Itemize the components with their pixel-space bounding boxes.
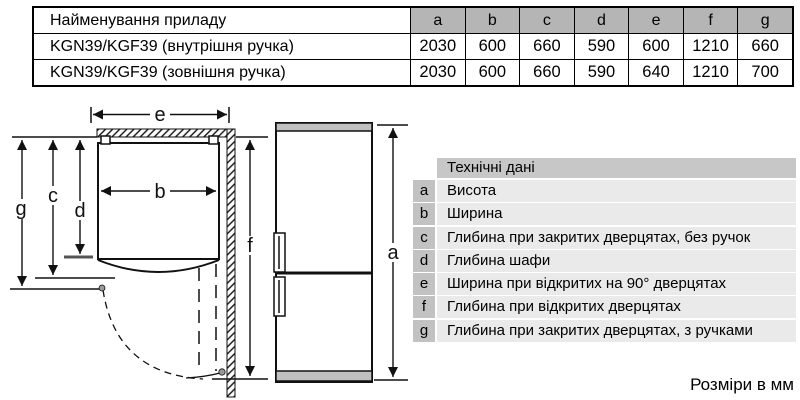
name-column-header: Найменування приладу: [33, 7, 411, 34]
legend-key: c: [413, 226, 435, 249]
legend-label: Глибина при закритих дверцятах, без ручо…: [437, 226, 796, 249]
label-b: b: [154, 181, 165, 203]
value-cell: 600: [464, 59, 521, 86]
model-name: KGN39/KGF39 (зовнішня ручка): [33, 59, 411, 86]
legend-key: a: [413, 180, 435, 202]
dimension-d: d: [70, 140, 90, 254]
legend-key: e: [413, 273, 435, 296]
value-cell: 640: [628, 59, 684, 86]
dimension-e: e: [90, 104, 230, 126]
value-cell: 660: [737, 33, 793, 60]
label-f: f: [247, 235, 253, 257]
value-cell: 660: [519, 33, 575, 60]
dim-header-g: g: [737, 7, 793, 34]
label-d: d: [74, 200, 85, 222]
legend-label: Ширина при відкритих на 90° дверцятах: [437, 273, 796, 296]
value-cell: 2030: [410, 59, 466, 86]
legend-key: g: [413, 319, 435, 342]
dim-header-b: b: [464, 7, 521, 34]
dim-header-e: e: [628, 7, 684, 34]
value-cell: 1210: [682, 59, 739, 86]
model-name: KGN39/KGF39 (внутрішня ручка): [33, 33, 411, 60]
technical-data-legend: Технічні дані a Висота b Ширина c Глибин…: [413, 158, 796, 343]
dimension-b: b: [101, 181, 216, 203]
dim-header-d: d: [573, 7, 630, 34]
legend-title: Технічні дані: [437, 158, 796, 178]
legend-key: d: [413, 249, 435, 272]
value-cell: 590: [573, 59, 630, 86]
dimension-diagram: e b g c d f: [10, 104, 408, 398]
dimension-a: a: [383, 128, 403, 377]
legend-key: f: [413, 296, 435, 319]
table-header-row: Найменування приладу a b c d e f g: [33, 7, 793, 34]
value-cell: 600: [628, 33, 684, 60]
legend-key: b: [413, 203, 435, 226]
dim-header-a: a: [410, 7, 466, 34]
legend-row: d Глибина шафи: [413, 249, 796, 272]
label-e: e: [154, 104, 165, 126]
legend-label: Глибина при відкритих дверцятах: [437, 296, 796, 319]
legend-row: e Ширина при відкритих на 90° дверцятах: [413, 273, 796, 296]
value-cell: 2030: [410, 33, 466, 60]
value-cell: 590: [573, 33, 630, 60]
extension-lines: [10, 124, 408, 381]
legend-row: a Висота: [413, 180, 796, 202]
units-note: Розміри в мм: [690, 375, 794, 394]
door-swing-arc: [102, 289, 204, 380]
legend-row: g Глибина при закритих дверцятах, з ручк…: [413, 319, 796, 342]
fridge-top-view: [97, 135, 226, 380]
dim-header-f: f: [682, 7, 739, 34]
legend-row: b Ширина: [413, 203, 796, 226]
value-cell: 600: [464, 33, 521, 60]
hinge-left: [100, 135, 111, 145]
label-c: c: [48, 185, 58, 207]
legend-row: f Глибина при відкритих дверцятах: [413, 296, 796, 319]
legend-label: Глибина шафи: [437, 249, 796, 272]
dim-header-c: c: [519, 7, 575, 34]
base-plinth: [275, 370, 373, 382]
value-cell: 1210: [682, 33, 739, 60]
top-trim: [275, 122, 373, 132]
hinge-right: [208, 135, 219, 145]
dimensions-table: Найменування приладу a b c d e f g KGN39…: [32, 6, 794, 87]
dimension-f: f: [240, 140, 260, 376]
dimension-c: c: [43, 140, 63, 275]
legend-row: c Глибина при закритих дверцятах, без ру…: [413, 226, 796, 249]
handle-pivot-dot: [98, 284, 106, 292]
fridge-front-view: [273, 122, 373, 383]
upper-door-handle: [273, 232, 286, 273]
dimension-g: g: [11, 140, 32, 286]
table-row: KGN39/KGF39 (зовнішня ручка) 2030 600 66…: [33, 59, 793, 86]
value-cell: 700: [737, 59, 793, 86]
door-closed-front: [97, 259, 220, 273]
legend-label: Висота: [437, 180, 796, 202]
legend-label: Ширина: [437, 203, 796, 226]
value-cell: 660: [519, 59, 575, 86]
legend-label: Глибина при закритих дверцятах, з ручкам…: [437, 319, 796, 342]
wall-hatching: [96, 128, 236, 398]
table-row: KGN39/KGF39 (внутрішня ручка) 2030 600 6…: [33, 33, 793, 60]
lower-door-handle: [273, 276, 286, 317]
label-a: a: [387, 242, 399, 264]
hinge-pivot-dot: [218, 368, 226, 376]
label-g: g: [15, 198, 26, 220]
